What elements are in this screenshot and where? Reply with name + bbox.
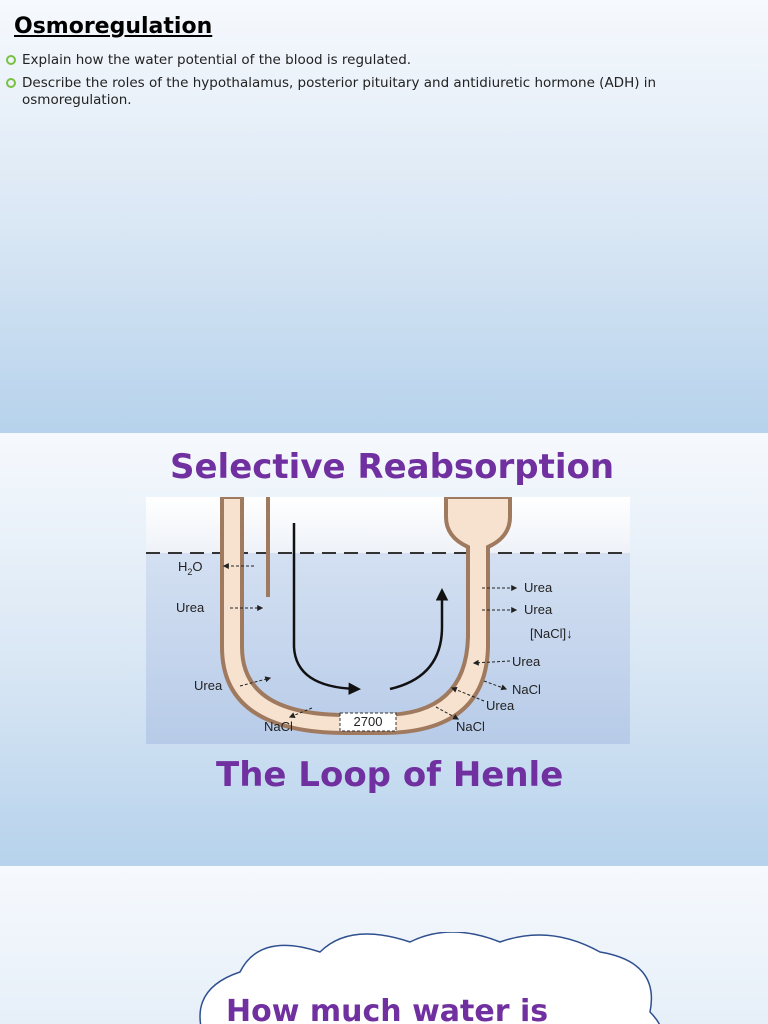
urea-label: Urea [524, 602, 553, 617]
slide-title: Osmoregulation [14, 14, 213, 39]
ascending-flow-arrow [389, 588, 449, 691]
nacl-label: NaCl [512, 682, 541, 697]
objective-text: Explain how the water potential of the b… [22, 52, 412, 68]
concentration-box [339, 712, 397, 732]
nacl-arrow [435, 706, 460, 720]
urea-arrow [239, 676, 272, 687]
circle-bullet-icon [6, 55, 16, 65]
slide-osmoregulation: Osmoregulation Explain how the water pot… [0, 0, 768, 433]
cortex-region [146, 497, 630, 553]
cloud-shape [199, 932, 661, 1024]
thought-cloud [199, 932, 661, 1024]
nacl-arrow [483, 680, 508, 691]
loop-of-henle-diagram: H2O Urea Urea NaCl 2700 NaCl Urea Urea [… [146, 497, 630, 744]
concentration-value: 2700 [354, 714, 383, 729]
slide-water-question: How much water is [0, 866, 768, 1024]
objective-item: Describe the roles of the hypothalamus, … [6, 75, 768, 109]
urea-label: Urea [524, 580, 553, 595]
urea-arrow [472, 659, 511, 666]
nacl-arrow [288, 707, 313, 718]
slide-title: Selective Reabsorption [170, 447, 615, 487]
urea-label: Urea [512, 654, 541, 669]
objective-item: Explain how the water potential of the b… [6, 52, 768, 69]
circle-bullet-icon [6, 78, 16, 88]
urea-label: Urea [194, 678, 223, 693]
descending-flow-arrow [292, 523, 361, 695]
urea-label: Urea [176, 600, 205, 615]
slide-selective-reabsorption: Selective Reabsorption [0, 433, 768, 866]
cloud-question-text: How much water is [226, 994, 549, 1024]
nacl-label: NaCl [264, 719, 293, 734]
nacl-concentration-label: [NaCl]↓ [530, 626, 573, 641]
urea-label: Urea [486, 698, 515, 713]
objectives-list: Explain how the water potential of the b… [6, 52, 768, 115]
urea-arrow [450, 687, 485, 702]
objective-text: Describe the roles of the hypothalamus, … [22, 75, 657, 108]
h2o-label: H2O [178, 559, 203, 577]
nacl-label: NaCl [456, 719, 485, 734]
slide-subtitle: The Loop of Henle [216, 755, 564, 795]
